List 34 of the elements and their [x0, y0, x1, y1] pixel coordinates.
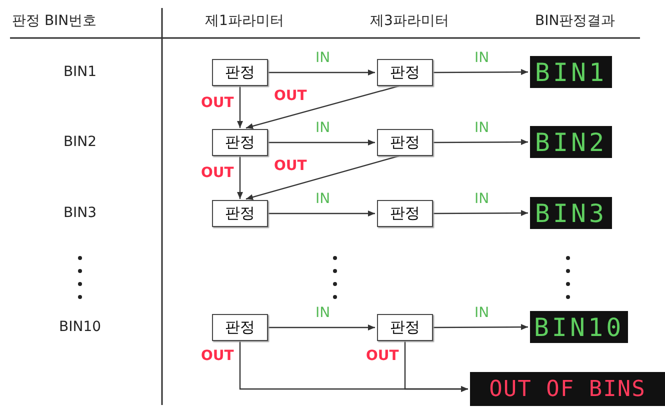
process-box: 판정 [212, 129, 268, 156]
result-display: BIN1 [530, 56, 612, 88]
process-box: 판정 [212, 59, 268, 86]
result-display: OUT OF BINS [470, 372, 665, 406]
process-box: 판정 [377, 59, 433, 86]
row-label: BIN3 [63, 205, 97, 221]
arrow [268, 324, 375, 330]
process-box: 판정 [377, 129, 433, 156]
arrow [268, 210, 375, 216]
result-display: BIN3 [530, 197, 612, 229]
column-header: 제3파라미터 [370, 12, 449, 30]
row-label: BIN10 [58, 319, 102, 335]
row-label: BIN1 [63, 64, 97, 80]
arrow [237, 156, 243, 199]
result-display: BIN10 [530, 311, 628, 343]
arrow [268, 140, 375, 146]
process-box: 판정 [377, 200, 433, 227]
arrow [246, 155, 400, 200]
arrow [404, 341, 468, 392]
arrow [433, 210, 528, 216]
column-header: BIN판정결과 [535, 12, 616, 30]
arrow [433, 139, 528, 146]
arrow [433, 69, 528, 76]
row-label: BIN2 [63, 134, 97, 150]
process-box: 판정 [212, 314, 268, 341]
process-box: 판정 [212, 200, 268, 227]
arrow [268, 70, 375, 76]
arrow [237, 86, 243, 128]
column-header: 판정 BIN번호 [12, 12, 97, 30]
result-display: BIN2 [530, 126, 612, 158]
column-header: 제1파라미터 [205, 12, 284, 30]
arrow [246, 85, 400, 130]
arrow [433, 324, 528, 330]
process-box: 판정 [377, 314, 433, 341]
